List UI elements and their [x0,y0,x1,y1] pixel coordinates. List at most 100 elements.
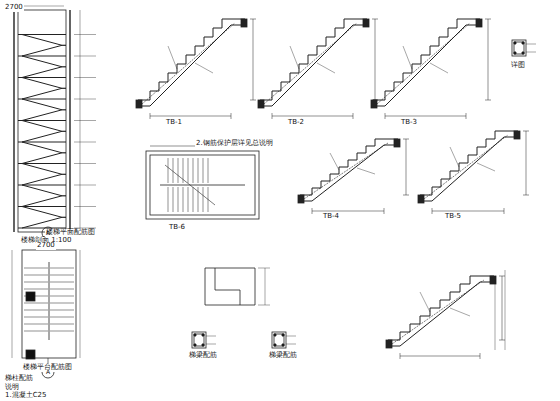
rebar-dot [274,344,276,346]
drawing-label: 说明 [4,384,20,392]
rebar-dot [514,52,516,54]
drawing-label: 2700 [36,242,56,250]
drawing-line [50,268,74,269]
drawing-line [265,268,266,305]
drawing-label: 2.钢筋保护层详见总说明 [195,140,274,148]
outline [22,250,76,358]
rebar [392,280,484,344]
drawing-line [24,289,48,290]
outline [386,340,392,348]
drawing-line [168,46,177,69]
drawing-line [62,195,66,196]
drawing-label: 梯梁配筋 [268,352,298,360]
drawing-line [286,344,296,345]
drawing-line [403,46,412,69]
drawing-line [62,152,66,153]
drawing-line [24,268,48,269]
drawing-line [430,63,448,73]
drawing-line [403,195,409,196]
outline [514,42,524,54]
drawing-line [150,116,231,117]
drawing-label: TB-4 [322,213,340,221]
drawing-line [50,310,74,311]
rebar-dot [522,52,524,54]
outline [418,195,424,203]
rebar-dot [194,334,196,336]
drawing-label: 1.混凝土C25 [4,392,47,400]
drawing-label: 梯柱配筋 [4,375,34,383]
drawing-line [24,310,48,311]
section-letter: A [45,369,51,376]
drawing-line [203,187,204,212]
drawing-line [50,275,74,276]
rebar [377,23,470,104]
drawing-label: 梯梁配筋 [188,352,218,360]
drawing-line [353,113,354,119]
drawing-line [208,158,209,183]
drawing-line [312,211,384,212]
drawing-line [50,317,74,318]
outline [512,40,526,56]
drawing-line [290,46,299,69]
drawing-line [258,305,270,306]
drawing-line [13,10,14,232]
drawing-line [272,113,273,119]
drawing-line [178,158,179,183]
outline [514,131,520,139]
drawing-line [206,344,216,345]
drawing-line [50,289,74,290]
drawing-line [22,110,62,121]
outline [476,19,482,27]
rebar-dot [194,344,196,346]
drawing-line [80,10,81,228]
drawing-line [24,324,48,325]
drawing-line [22,78,62,89]
drawing-line [62,217,66,218]
drawing-line [22,67,62,78]
drawing-line [22,153,62,164]
drawing-line [22,174,62,185]
drawing-line [504,208,505,214]
outline [258,100,264,108]
stair-slab [420,137,518,201]
drawing-line [499,340,505,341]
rebar-dot [282,334,284,336]
rebar-dot [202,344,204,346]
drawing-line [74,99,96,100]
drawing-line [24,282,48,283]
outline [146,151,259,219]
drawing-line [526,131,527,195]
drawing-line [400,356,480,357]
rebar-dot [522,42,524,44]
drawing-line [317,63,335,73]
drawing-line [400,353,401,359]
drawing-line [22,142,62,153]
drawing-line [62,45,66,46]
outline [394,139,400,147]
drawing-line [403,139,409,140]
drawing-line [74,185,96,186]
drawing-line [526,44,536,45]
drawing-line [406,139,407,195]
drawing-line [173,158,174,183]
drawing-line [49,262,50,340]
drawing-line [485,100,491,101]
outline [363,19,369,27]
drawing-label: 楼梯平面配筋图 [45,229,96,237]
drawing-line [62,88,66,89]
drawing-line [466,113,467,119]
rebar-dot [514,42,516,44]
outline [298,195,304,203]
drawing-line [22,121,62,132]
drawing-line [505,270,506,350]
drawing-line [74,34,96,35]
drawing-line [450,308,470,316]
drawing-label: 2700 [4,4,24,12]
drawing-line [250,19,256,20]
drawing-line [22,207,62,218]
drawing-line [50,303,74,304]
stair-steps [138,19,245,100]
stair-steps [300,139,398,195]
